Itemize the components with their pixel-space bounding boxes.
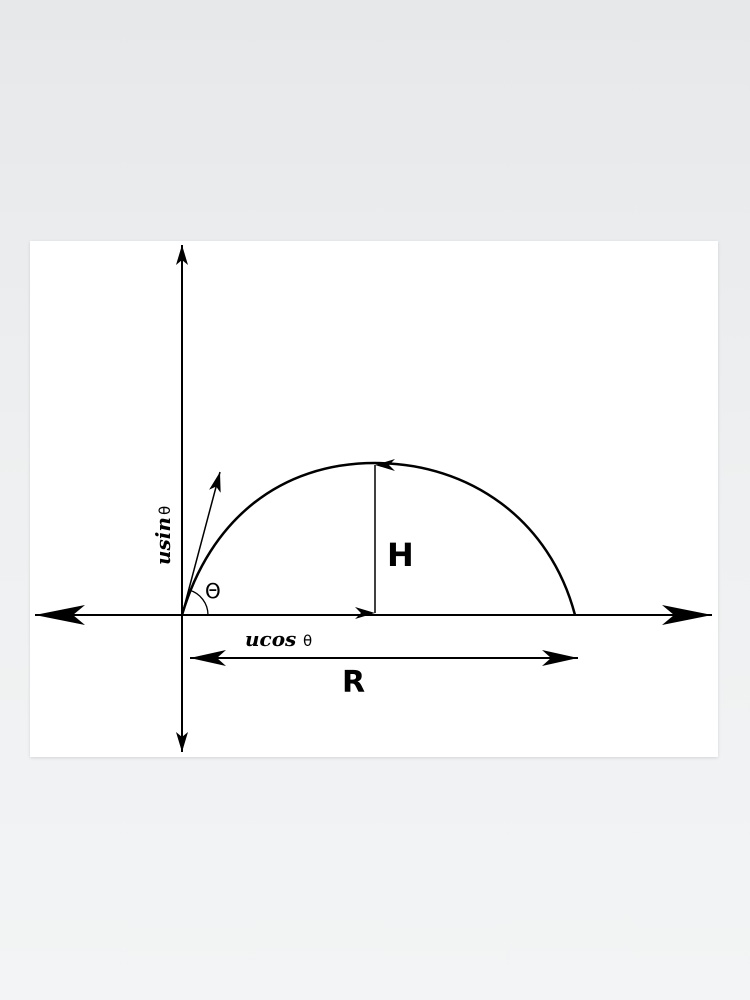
angle-arc [188,589,209,616]
horizontal-component-label: ucos [245,627,296,651]
height-label: H [387,536,414,574]
angle-label: Θ [205,579,221,603]
velocity-vector [181,471,221,616]
horizontal-component-theta: θ [303,632,312,650]
range-label: R [342,665,365,700]
vertical-component-theta: θ [156,506,174,515]
vertical-component-label: usin [151,517,175,565]
trajectory-curve [180,461,577,616]
